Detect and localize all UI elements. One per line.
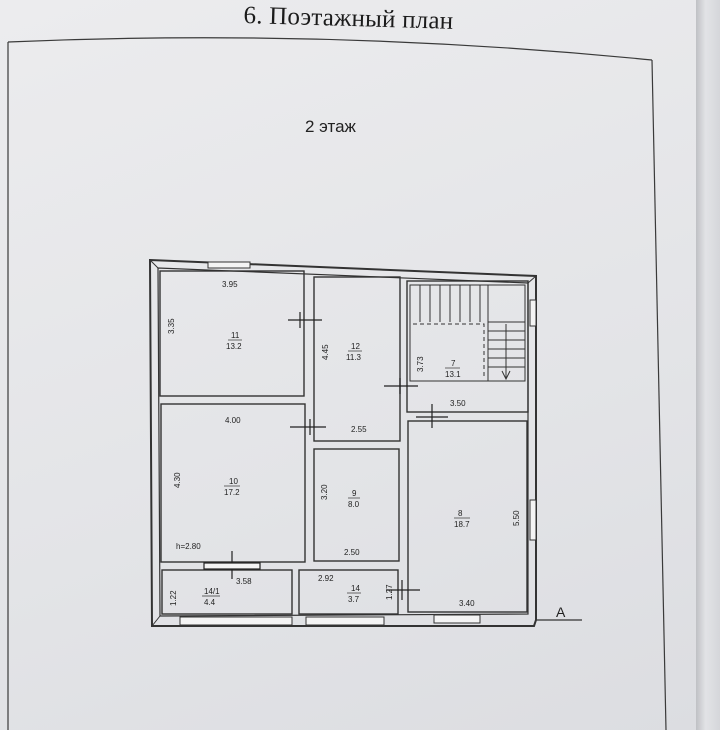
room-7-depth: 3.73 (416, 356, 425, 372)
room-7-number: 7 (451, 359, 456, 368)
room-14-1-number: 14/1 (204, 587, 220, 596)
room-14-1-area: 4.4 (204, 598, 216, 607)
room-8-area: 18.7 (454, 520, 470, 529)
room-10-height: h=2.80 (176, 542, 201, 551)
room-7-width: 3.50 (450, 399, 466, 408)
room-12-number: 12 (351, 342, 360, 351)
room-14-depth: 1.27 (385, 584, 394, 600)
room-12-depth: 4.45 (321, 344, 330, 360)
frame-right-line (651, 59, 667, 730)
room-9-depth: 3.20 (320, 484, 329, 500)
outer-walls (148, 258, 537, 627)
room-12-width: 2.55 (351, 425, 367, 434)
staircase (409, 284, 526, 382)
page-edge (696, 0, 720, 730)
room-9-area: 8.0 (348, 500, 360, 509)
room-10-number: 10 (229, 477, 238, 486)
room-9-number: 9 (352, 489, 357, 498)
room-10-area: 17.2 (224, 488, 240, 497)
room-8 (407, 420, 528, 613)
axis-label: А (556, 604, 566, 620)
room-10-depth: 4.30 (173, 472, 182, 488)
room-7-area: 13.1 (445, 370, 461, 379)
room-8-depth: 5.50 (512, 510, 521, 526)
room-10 (160, 403, 306, 563)
room-14-1-width: 3.58 (236, 577, 252, 586)
room-11-number: 11 (231, 331, 240, 340)
room-14-area: 3.7 (348, 595, 360, 604)
room-9-width: 2.50 (344, 548, 360, 557)
room-9 (313, 448, 400, 562)
room-11-area: 13.2 (226, 342, 242, 351)
room-7 (406, 280, 529, 413)
room-14-number: 14 (351, 584, 360, 593)
room-11 (159, 270, 305, 397)
room-14-1-depth: 1.22 (169, 590, 178, 606)
room-10-width: 4.00 (225, 416, 241, 425)
room-14 (298, 569, 399, 615)
room-11-depth: 3.35 (167, 318, 176, 334)
frame-top-line (7, 37, 653, 61)
windows (179, 261, 537, 626)
floor-label: 2 этаж (305, 117, 357, 136)
room-14-width: 2.92 (318, 574, 334, 583)
document-page (0, 0, 700, 730)
room-12 (313, 276, 401, 442)
room-12-area: 11.3 (346, 353, 362, 362)
room-8-width: 3.40 (459, 599, 475, 608)
room-8-number: 8 (458, 509, 463, 518)
room-14-1 (161, 569, 293, 615)
room-11-width: 3.95 (222, 280, 238, 289)
door-marks (203, 312, 448, 600)
